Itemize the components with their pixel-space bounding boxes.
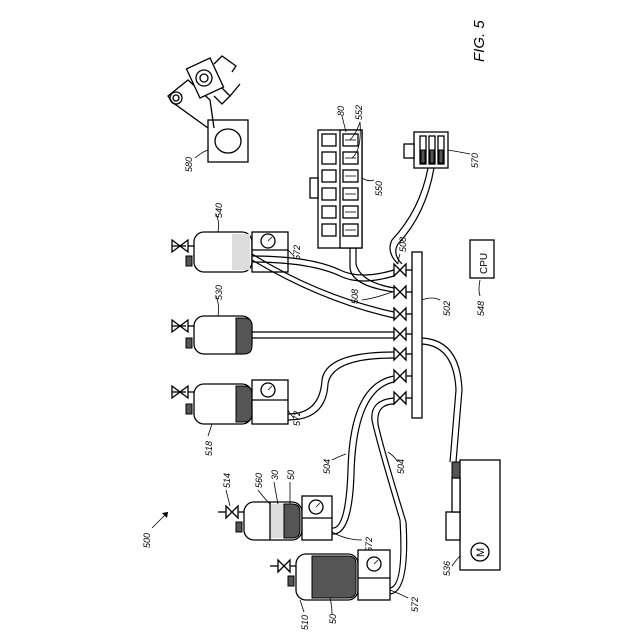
figure-title: FIG. 5 <box>471 20 488 62</box>
label-50-a: 50 <box>328 614 338 624</box>
label-502: 502 <box>442 301 452 316</box>
label-504-a: 504 <box>322 459 332 474</box>
system-reference: 500 <box>142 512 168 548</box>
container-530: 530 <box>172 285 252 354</box>
label-536: 536 <box>442 561 452 576</box>
label-30: 30 <box>270 470 280 480</box>
label-570: 570 <box>470 153 480 168</box>
motor-text: M <box>475 548 487 557</box>
label-548: 548 <box>476 301 486 316</box>
label-550: 550 <box>374 181 384 196</box>
cpu-unit: CPU 548 <box>470 240 494 316</box>
label-500: 500 <box>142 533 152 548</box>
label-540: 540 <box>214 203 224 218</box>
label-80: 80 <box>336 106 346 116</box>
label-518: 518 <box>204 441 214 456</box>
label-572-a: 572 <box>410 597 420 612</box>
label-560: 560 <box>254 473 264 488</box>
label-552: 552 <box>354 105 364 120</box>
manifold: 502 <box>412 252 452 418</box>
label-50-b: 50 <box>286 470 296 480</box>
pump-motor: M 536 <box>442 460 500 576</box>
label-510: 510 <box>300 615 310 630</box>
robotic-arm: 580 <box>168 56 248 172</box>
container-540: 540 572 <box>172 203 302 272</box>
manifold-valves: 508 508 <box>350 237 412 404</box>
label-530: 530 <box>214 285 224 300</box>
label-580: 580 <box>184 157 194 172</box>
tube-holder: 570 <box>404 132 480 168</box>
sample-rack: 80 552 550 <box>310 105 384 248</box>
container-518: 518 572 <box>172 380 302 456</box>
label-514: 514 <box>222 473 232 488</box>
cpu-text: CPU <box>479 253 490 274</box>
